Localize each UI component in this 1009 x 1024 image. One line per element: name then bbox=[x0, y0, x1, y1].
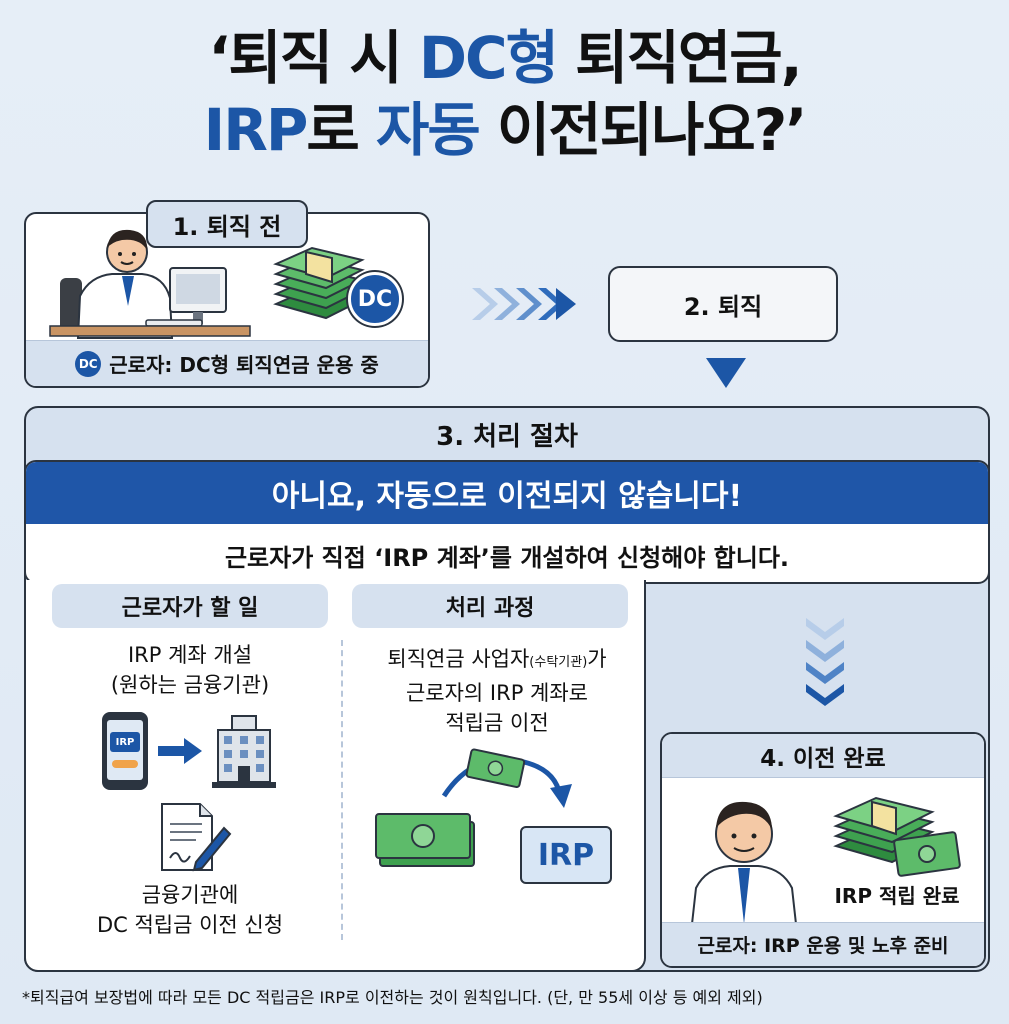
title-line-1: ‘퇴직 시 DC형 퇴직연금, bbox=[0, 22, 1009, 94]
answer-banner: 아니요, 자동으로 이전되지 않습니다! bbox=[26, 462, 988, 524]
process-line-1-small: (수탁기관) bbox=[529, 655, 588, 670]
step3-answer-panel: 아니요, 자동으로 이전되지 않습니다! 근로자가 직접 ‘IRP 계좌’를 개… bbox=[24, 460, 990, 584]
step4-card: 4. 이전 완료 IRP 적립 완료 근로자: IRP 운용 및 노후 준비 bbox=[660, 732, 986, 968]
chevrons-down-icon bbox=[806, 618, 844, 706]
phone-icon: IRP bbox=[102, 712, 148, 790]
money-transfer-illustration bbox=[375, 748, 572, 867]
step4-label: 4. 이전 완료 bbox=[760, 745, 886, 772]
bank-building-icon bbox=[212, 715, 276, 788]
dc-badge-label: DC bbox=[78, 356, 98, 371]
answer-banner-text: 아니요, 자동으로 이전되지 않습니다! bbox=[271, 479, 743, 514]
title-highlight-auto: 자동 bbox=[375, 96, 481, 164]
process-line-3: 적립금 이전 bbox=[445, 711, 549, 735]
worker-step-1-line-1: IRP 계좌 개설 bbox=[127, 643, 253, 667]
answer-subline: 근로자가 직접 ‘IRP 계좌’를 개설하여 신청해야 합니다. bbox=[26, 526, 988, 582]
dc-badge-icon: DC bbox=[75, 350, 102, 377]
step2-card: 2. 퇴직 bbox=[608, 266, 838, 342]
worker-at-desk-illustration bbox=[49, 229, 251, 339]
irp-box-label: IRP bbox=[537, 837, 595, 873]
process-description: 퇴직연금 사업자(수탁기관)가 근로자의 IRP 계좌로 적립금 이전 bbox=[352, 644, 642, 738]
arrow-right-icon bbox=[158, 738, 202, 764]
process-line-1-end: 가 bbox=[587, 647, 607, 671]
document-sign-icon bbox=[161, 803, 232, 872]
worker-step-2: 금융기관에 DC 적립금 이전 신청 bbox=[52, 880, 328, 940]
answer-subline-text: 근로자가 직접 ‘IRP 계좌’를 개설하여 신청해야 합니다. bbox=[224, 543, 790, 572]
chevrons-right-icon bbox=[472, 288, 576, 320]
footnote: *퇴직급여 보장법에 따라 모든 DC 적립금은 IRP로 이전하는 것이 원칙… bbox=[22, 988, 763, 1007]
irp-box: IRP bbox=[520, 826, 612, 884]
title-text: 퇴직연금, bbox=[556, 24, 802, 92]
arrow-down-icon bbox=[706, 358, 746, 388]
worker-step-2-line-1: 금융기관에 bbox=[141, 883, 239, 907]
step4-caption-text: 근로자: IRP 운용 및 노후 준비 bbox=[697, 935, 949, 957]
step4-header: 4. 이전 완료 bbox=[662, 734, 984, 778]
dc-coin-label: DC bbox=[357, 286, 393, 312]
title-text: ‘퇴직 시 bbox=[208, 24, 419, 92]
step3-label: 3. 처리 절차 bbox=[436, 421, 578, 452]
page-title: ‘퇴직 시 DC형 퇴직연금, IRP로 자동 이전되나요?’ bbox=[0, 22, 1009, 166]
worker-step-1-line-2: (원하는 금융기관) bbox=[110, 673, 270, 697]
worker-step-2-line-2: DC 적립금 이전 신청 bbox=[96, 913, 284, 937]
step4-caption: 근로자: IRP 운용 및 노후 준비 bbox=[662, 922, 984, 966]
process-line-1-main: 퇴직연금 사업자 bbox=[387, 647, 530, 671]
dc-coin-icon: DC bbox=[348, 272, 402, 326]
step2-label: 2. 퇴직 bbox=[683, 292, 763, 321]
title-line-2: IRP로 자동 이전되나요?’ bbox=[0, 94, 1009, 166]
step1-caption-text: 근로자: DC형 퇴직연금 운용 중 bbox=[109, 353, 379, 377]
process-header: 처리 과정 bbox=[352, 584, 628, 628]
title-highlight-irp: IRP bbox=[203, 96, 309, 164]
irp-complete-text: IRP 적립 완료 bbox=[834, 884, 960, 908]
title-text: 로 bbox=[306, 96, 376, 164]
process-line-2: 근로자의 IRP 계좌로 bbox=[405, 681, 589, 705]
irp-complete-label: IRP 적립 완료 bbox=[812, 880, 982, 909]
title-text: 이전되나요?’ bbox=[478, 96, 807, 164]
column-divider bbox=[341, 640, 343, 940]
process-line-1: 퇴직연금 사업자(수탁기관)가 bbox=[352, 644, 642, 678]
step1-label: 1. 퇴직 전 bbox=[146, 200, 308, 248]
phone-irp-label: IRP bbox=[115, 736, 135, 748]
worker-avatar-illustration bbox=[690, 801, 798, 925]
title-highlight-dc: DC형 bbox=[418, 24, 559, 92]
worker-step-1: IRP 계좌 개설 (원하는 금융기관) bbox=[52, 640, 328, 700]
step1-caption: DC 근로자: DC형 퇴직연금 운용 중 bbox=[26, 340, 428, 386]
worker-todo-header: 근로자가 할 일 bbox=[52, 584, 328, 628]
money-stack-icon bbox=[833, 796, 961, 877]
